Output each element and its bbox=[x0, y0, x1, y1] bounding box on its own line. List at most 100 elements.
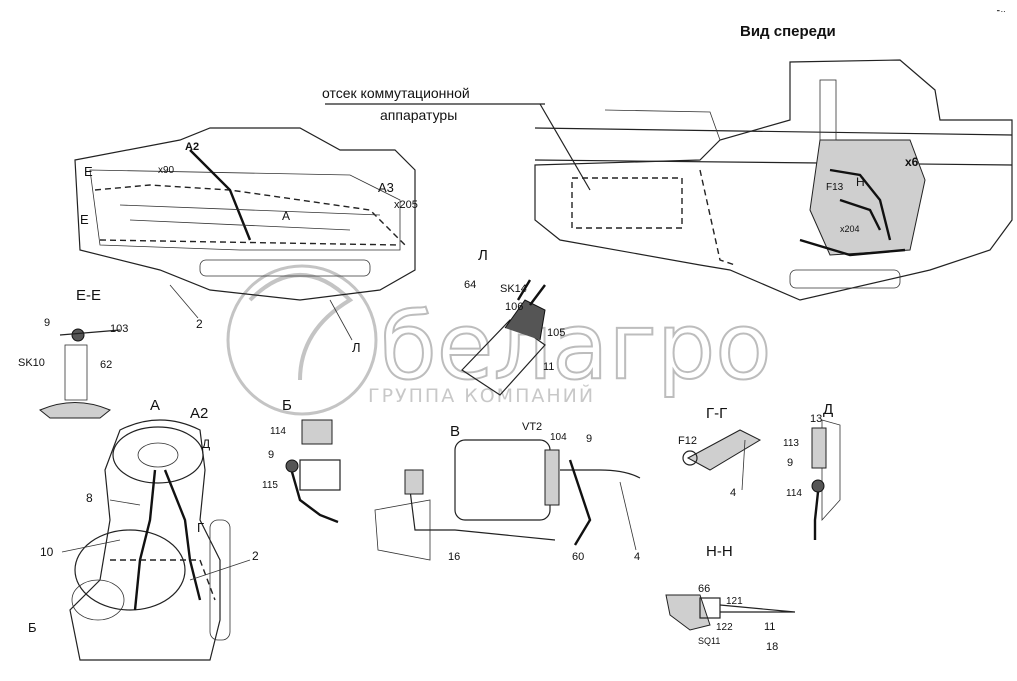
main-harness bbox=[94, 184, 406, 246]
callout-leader bbox=[539, 103, 591, 191]
a-top-wheel bbox=[112, 426, 204, 484]
main-mark-a: А bbox=[282, 209, 290, 223]
main-mark-e-bottom: Е bbox=[80, 212, 89, 227]
l-mark-sk14: SK14 bbox=[500, 283, 527, 295]
front-mark-x6: х6 bbox=[905, 155, 919, 169]
front-cable-2 bbox=[799, 238, 906, 257]
v-mark-9: 9 bbox=[586, 433, 592, 445]
b-mark-115: 115 bbox=[262, 480, 278, 491]
d-mark-13: 13 bbox=[810, 413, 822, 425]
view-b-label: Б bbox=[282, 397, 292, 414]
a-harness-2 bbox=[110, 559, 216, 601]
a-pipe bbox=[209, 519, 231, 641]
nn-mark-11: 11 bbox=[764, 621, 775, 633]
a-leader-2 bbox=[189, 559, 251, 581]
section-e-e-label: Е-Е bbox=[76, 287, 101, 304]
gg-fuse bbox=[686, 429, 762, 471]
front-cab bbox=[604, 109, 721, 141]
nn-mark-18: 18 bbox=[766, 641, 778, 653]
v-mark-60: 60 bbox=[572, 551, 584, 563]
main-side-view: Е Е А2 х90 А3 х205 А Л 2 bbox=[74, 127, 418, 355]
front-equipment bbox=[809, 139, 926, 256]
d-mark-113: 113 bbox=[783, 438, 799, 449]
l-switch bbox=[504, 299, 546, 341]
d-cable bbox=[813, 491, 820, 540]
b-cable bbox=[290, 471, 339, 524]
main-leader-2 bbox=[169, 284, 199, 319]
gg-cap bbox=[682, 450, 698, 466]
front-body-outline bbox=[534, 59, 1013, 301]
nn-wires bbox=[719, 604, 796, 613]
nn-bracket bbox=[665, 594, 711, 631]
a-harness bbox=[133, 469, 202, 611]
section-l-label: Л bbox=[478, 247, 488, 264]
a-bottom-wheel bbox=[74, 529, 186, 611]
v-cable bbox=[568, 459, 592, 546]
v-mark-16: 16 bbox=[448, 551, 460, 563]
d-mark-9: 9 bbox=[787, 457, 793, 469]
front-cable bbox=[829, 168, 892, 241]
section-e-e: Е-Е 9 103 SK10 62 bbox=[18, 287, 128, 419]
a-housing bbox=[69, 419, 221, 661]
callout: отсек коммутационной аппаратуры bbox=[322, 85, 591, 191]
view-v: В VT2 104 9 16 60 4 bbox=[374, 421, 641, 563]
main-mark-a2: А2 bbox=[185, 141, 199, 153]
section-l: Л 64 SK14 106 105 11 bbox=[461, 247, 565, 396]
view-d: Д 13 113 9 114 bbox=[783, 401, 841, 540]
main-body-outline bbox=[74, 127, 416, 301]
gg-mark-f12: F12 bbox=[678, 435, 697, 447]
l-mark-64: 64 bbox=[464, 279, 476, 291]
watermark-logo-circle bbox=[226, 264, 378, 416]
v-cable-out bbox=[560, 469, 641, 479]
front-frame-rails bbox=[534, 127, 1013, 166]
v-relay-body bbox=[454, 439, 551, 521]
d-mark-114: 114 bbox=[786, 488, 802, 499]
v-mark-104: 104 bbox=[550, 432, 567, 443]
l-mark-106: 106 bbox=[505, 301, 523, 313]
view-a-label: А bbox=[150, 397, 160, 414]
ee-housing bbox=[64, 344, 88, 401]
ee-mark-9: 9 bbox=[44, 317, 50, 329]
b-mark-9: 9 bbox=[268, 449, 274, 461]
main-mark-e-top: Е bbox=[84, 164, 93, 179]
gg-leader-4 bbox=[741, 439, 746, 491]
front-compartment bbox=[571, 177, 683, 229]
view-v-label: В bbox=[450, 423, 460, 440]
v-mark-4: 4 bbox=[634, 551, 640, 563]
b-body bbox=[299, 459, 341, 491]
main-mark-x90: х90 bbox=[158, 165, 175, 176]
front-mark-f13: F13 bbox=[826, 182, 844, 193]
callout-line2: аппаратуры bbox=[380, 107, 457, 123]
ee-mark-62: 62 bbox=[100, 359, 112, 371]
main-inner-frame bbox=[89, 169, 401, 251]
ee-lever bbox=[59, 329, 121, 336]
l-body bbox=[461, 319, 546, 396]
main-mark-l: Л bbox=[352, 340, 361, 355]
nn-mark-122: 122 bbox=[716, 622, 733, 633]
b-bracket bbox=[301, 419, 333, 445]
front-axle bbox=[789, 269, 901, 289]
view-d-label: Д bbox=[823, 401, 833, 418]
b-mark-114: 114 bbox=[270, 426, 286, 437]
a-leader-10 bbox=[61, 539, 121, 553]
a-leader-8 bbox=[109, 499, 141, 506]
l-mark-105: 105 bbox=[547, 327, 565, 339]
section-n-n-label: Н-Н bbox=[706, 543, 733, 560]
ee-base bbox=[39, 402, 111, 419]
view-a: А А2 Д 8 10 Г 2 Б bbox=[28, 397, 259, 661]
l-contacts bbox=[516, 279, 546, 306]
a-top-hub bbox=[137, 442, 179, 468]
section-g-g-label: Г-Г bbox=[706, 405, 727, 422]
corner-mark: ⁃∙∙ bbox=[996, 6, 1006, 16]
front-view: х6 F13 Н х204 bbox=[534, 59, 1013, 301]
a-pulley bbox=[71, 579, 125, 621]
a-mark-d: Д bbox=[202, 437, 210, 451]
v-relay-terminal bbox=[544, 449, 560, 506]
v-leader-4 bbox=[619, 481, 637, 551]
d-connector bbox=[811, 427, 827, 469]
callout-line1: отсек коммутационной bbox=[322, 85, 470, 101]
front-post bbox=[819, 79, 837, 141]
main-cable bbox=[189, 149, 252, 241]
page-title: Вид спереди bbox=[740, 23, 836, 40]
front-mark-n: Н bbox=[856, 175, 865, 189]
